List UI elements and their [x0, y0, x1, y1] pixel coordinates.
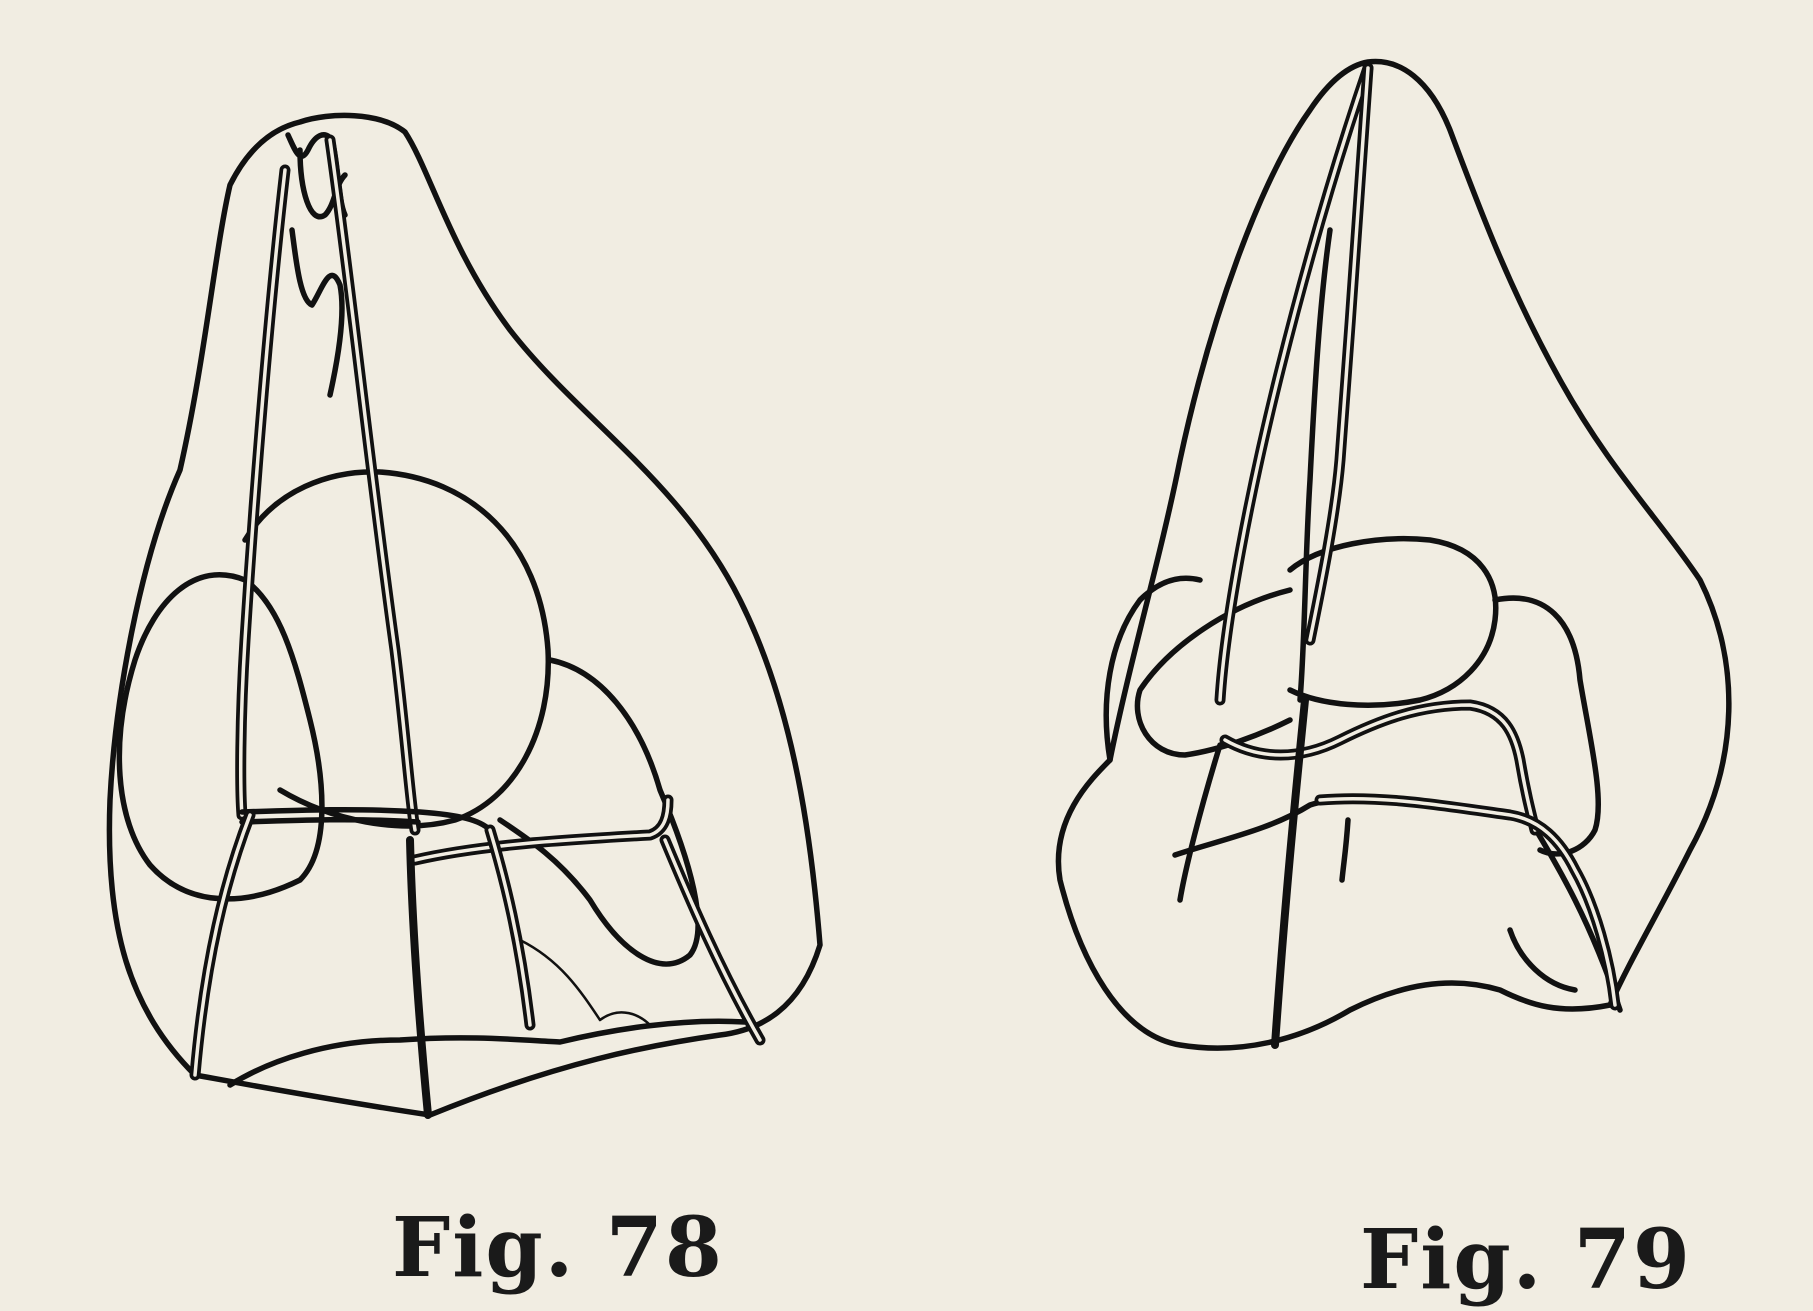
fig78-outer-outline — [109, 115, 820, 1115]
fig78-left-oval — [119, 575, 322, 899]
fig79-outer-outline — [1058, 62, 1728, 1049]
figure-79-drawing — [1058, 62, 1728, 1049]
figure-78-caption: Fig. 78 — [392, 1200, 724, 1296]
figure-79-caption: Fig. 79 — [1360, 1212, 1692, 1308]
fig79-tongue-lobe — [1137, 590, 1290, 755]
fig78-bottom-edge — [230, 1021, 745, 1085]
fig78-crack — [520, 940, 650, 1025]
figure-78-drawing — [109, 115, 820, 1115]
fig78-apex-loops-lower — [292, 230, 342, 395]
